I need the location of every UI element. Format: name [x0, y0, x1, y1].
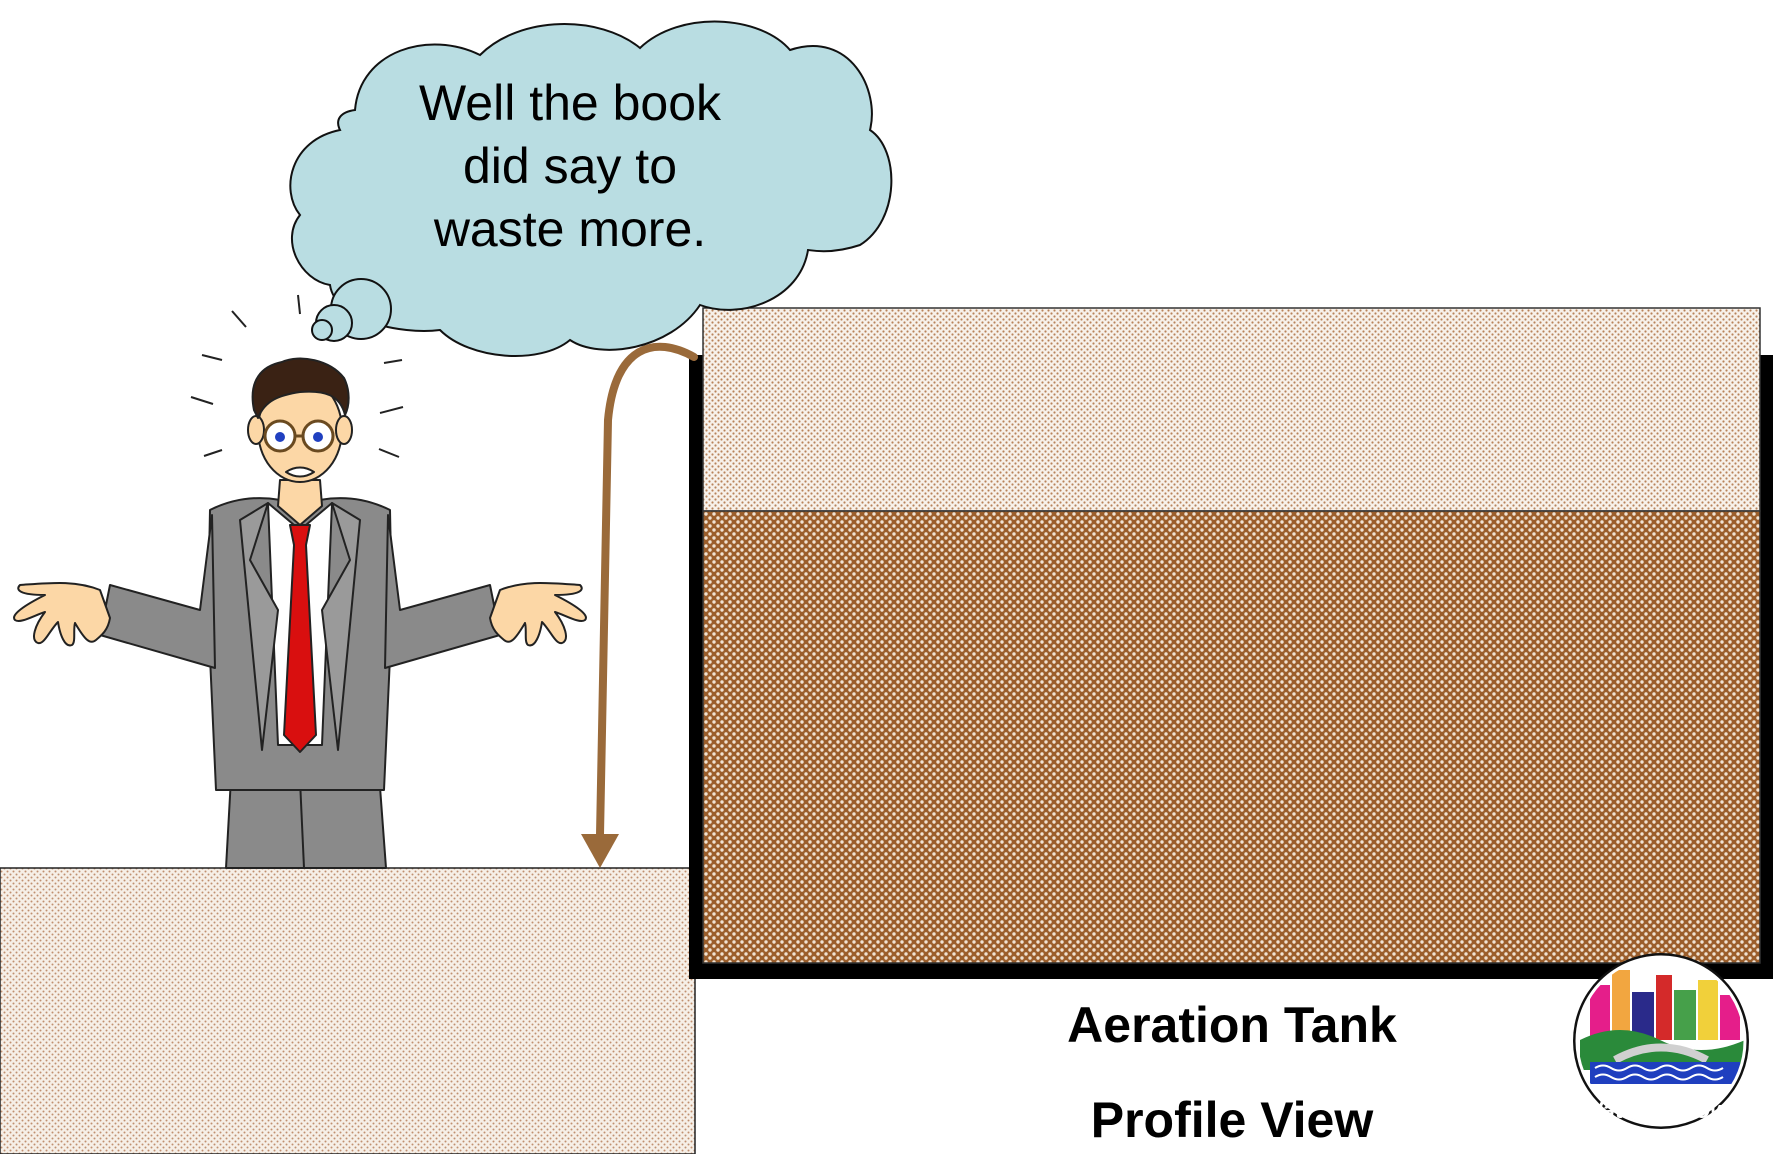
ground — [0, 868, 695, 1154]
bubble-line-1: Well the book — [419, 75, 722, 131]
thought-bubble: Well the book did say to waste more. — [290, 22, 891, 356]
tank-caption: Aeration Tank — [1067, 997, 1397, 1053]
view-caption: Profile View — [1091, 1092, 1374, 1148]
waste-flow-arrow-icon — [581, 347, 694, 868]
bubble-line-2: did say to — [463, 138, 677, 194]
supernatant-layer — [703, 308, 1760, 511]
bubble-trail-small — [312, 320, 332, 340]
logo-text: Waterloo Iowa — [1580, 1097, 1742, 1124]
sludge-blanket — [703, 511, 1760, 963]
tank-wall-right — [1759, 355, 1773, 977]
waterloo-iowa-logo-icon: Waterloo Iowa — [1573, 953, 1749, 1154]
tank-wall-left — [689, 355, 703, 977]
confused-man-icon — [14, 295, 586, 868]
bubble-line-3: waste more. — [433, 201, 706, 257]
aeration-tank — [689, 308, 1773, 979]
